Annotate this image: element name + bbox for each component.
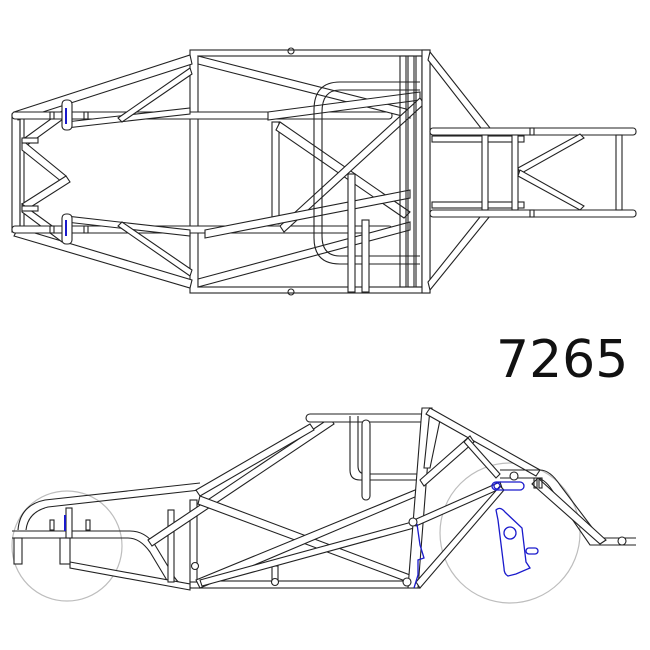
model-number: 7265 — [496, 330, 629, 390]
side-view — [11, 407, 636, 604]
top-view — [11, 47, 637, 296]
rear-wheel-outline — [11, 490, 123, 602]
front-wheel-outline — [439, 462, 581, 604]
